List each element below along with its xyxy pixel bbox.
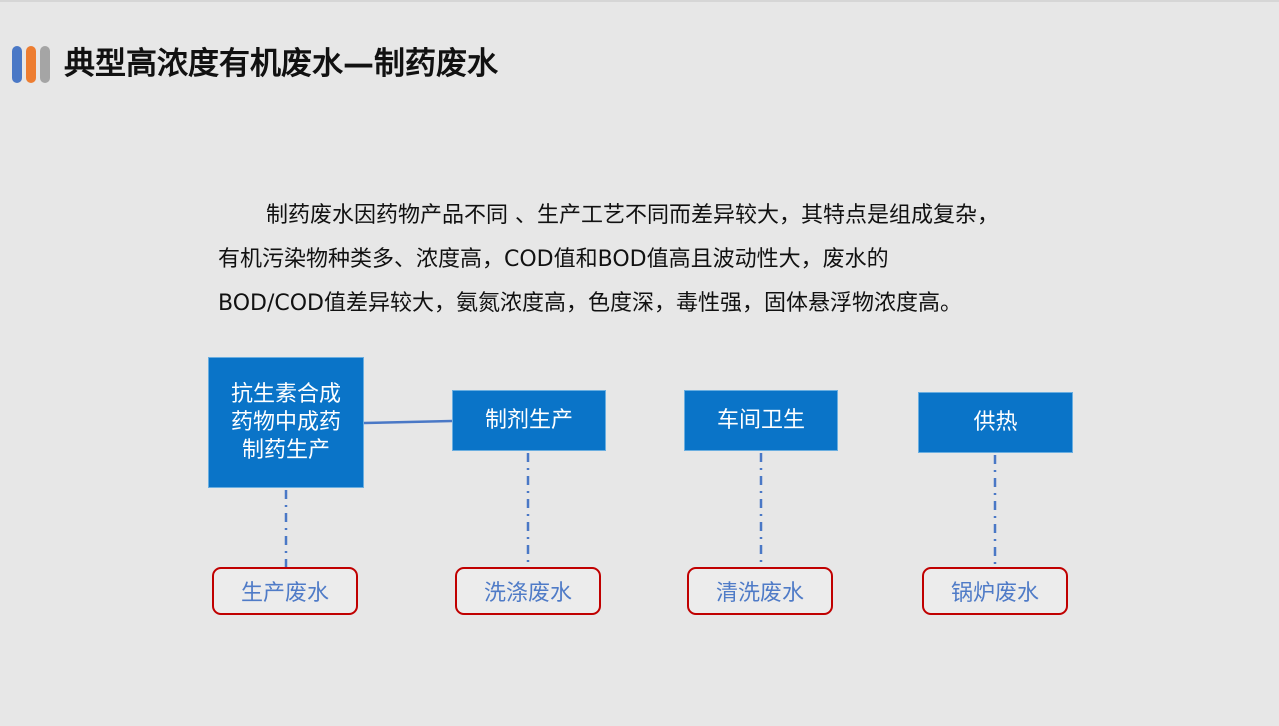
description-line-3: BOD/COD值差异较大，氨氮浓度高，色度深，毒性强，固体悬浮物浓度高。 bbox=[218, 291, 962, 316]
blue-bar-icon bbox=[12, 46, 22, 83]
gray-bar-icon bbox=[40, 46, 50, 83]
description-line-1: 制药废水因药物产品不同 、生产工艺不同而差异较大，其特点是组成复杂， bbox=[266, 203, 999, 228]
description-paragraph: 制药废水因药物产品不同 、生产工艺不同而差异较大，其特点是组成复杂， 有机污染物… bbox=[218, 194, 1098, 326]
source-box-zhiji: 制剂生产 bbox=[452, 390, 606, 451]
page-title: 典型高浓度有机废水—制药废水 bbox=[64, 46, 498, 82]
orange-bar-icon bbox=[26, 46, 36, 83]
output-box-washing-wastewater: 洗涤废水 bbox=[455, 567, 601, 615]
source-box-gongre: 供热 bbox=[918, 392, 1073, 453]
source-box-main: 抗生素合成 药物中成药 制药生产 bbox=[208, 357, 364, 488]
output-box-boiler-wastewater: 锅炉废水 bbox=[922, 567, 1068, 615]
description-line-2: 有机污染物种类多、浓度高，COD值和BOD值高且波动性大，废水的 bbox=[218, 247, 889, 272]
output-box-production-wastewater: 生产废水 bbox=[212, 567, 358, 615]
title-decoration bbox=[12, 46, 54, 83]
source-box-chejian: 车间卫生 bbox=[684, 390, 838, 451]
connector-main-to-zhiji bbox=[363, 419, 453, 425]
output-box-cleaning-wastewater: 清洗废水 bbox=[687, 567, 833, 615]
